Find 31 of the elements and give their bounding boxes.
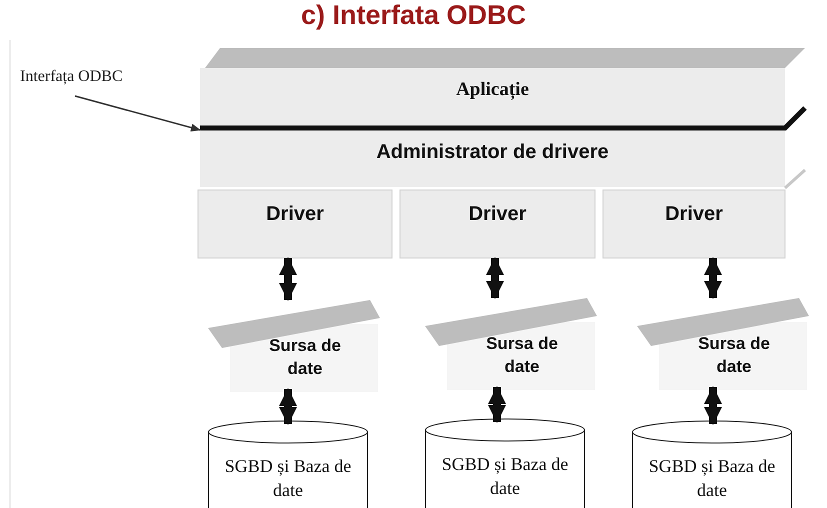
node-label: Driver [468,203,528,226]
database-cylinder [632,420,792,506]
data-source-block [208,300,380,392]
leader-line [74,95,201,132]
annotation-text: Interfața ODBC [20,68,160,92]
double-arrow [486,257,504,299]
data-source-block [637,298,809,390]
double-arrow [704,386,722,425]
driver-block [603,190,785,258]
node-label: SGBD și Baza de date [648,455,776,502]
data-source-block [425,298,597,390]
layer-block [200,130,785,187]
double-arrow [704,257,722,299]
double-arrow [279,257,297,301]
double-arrow [279,388,297,425]
double-arrow [488,386,506,423]
database-cylinder [425,418,585,506]
node-label: SGBD și Baza de date [224,455,352,502]
node-label: Driver [265,203,325,226]
node-label: Driver [664,203,724,226]
node-label: Sursa de date [485,333,559,378]
node-label: Administrator de drivere [375,141,610,164]
driver-block [198,190,392,258]
driver-block [400,190,595,258]
diagram-title: c) Interfata ODBC [300,0,528,31]
node-label: Sursa de date [697,333,771,378]
node-label: SGBD și Baza de date [440,453,570,500]
database-cylinder [208,420,368,506]
node-label: Aplicație [455,79,530,101]
node-label: Sursa de date [268,335,342,380]
layer-block [200,48,805,128]
